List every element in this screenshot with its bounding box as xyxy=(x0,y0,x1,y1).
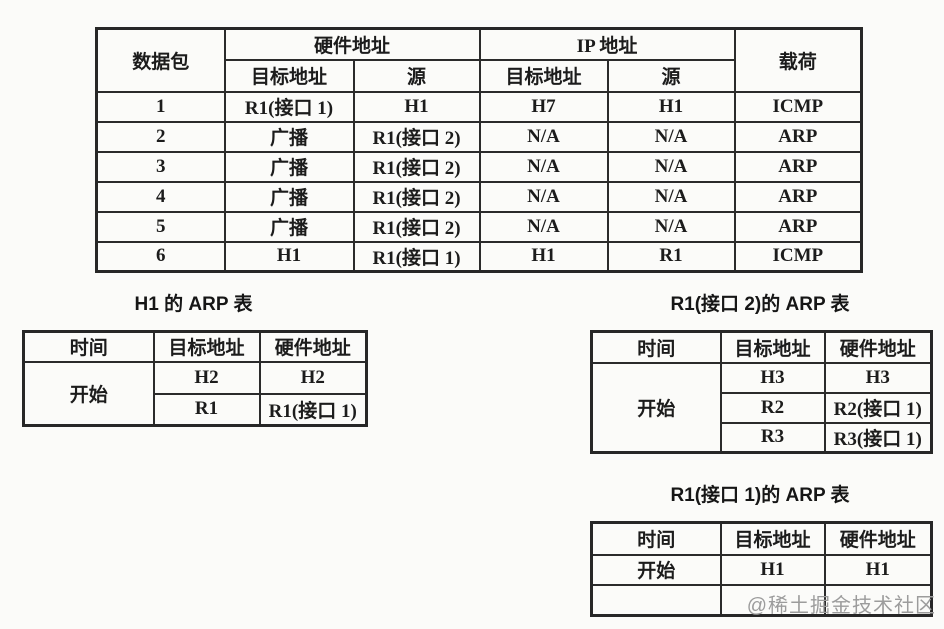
cell-payload: ARP xyxy=(733,150,863,183)
cell-ip-src: N/A xyxy=(606,210,736,243)
col-header-target-address: 目标地址 xyxy=(152,330,261,363)
cell-payload: ARP xyxy=(733,210,863,243)
packet-row-5: 5 广播 R1(接口 2) N/A N/A ARP xyxy=(95,210,863,243)
cell-ip-src: N/A xyxy=(606,120,736,153)
packet-table-group-header-row: 数据包 硬件地址 IP 地址 载荷 xyxy=(95,27,863,93)
cell-ip-dest: H1 xyxy=(478,240,609,273)
arp-table-h1: 时间 目标地址 硬件地址 开始 H2 H2 R1 R1(接口 1) xyxy=(22,330,368,427)
cell-time-start: 开始 xyxy=(590,553,722,586)
col-header-hardware-address-group: 硬件地址 xyxy=(223,27,481,61)
arp-header-row: 时间 目标地址 硬件地址 xyxy=(22,330,368,363)
cell-hw-src: R1(接口 2) xyxy=(352,210,481,243)
col-header-time: 时间 xyxy=(22,330,155,363)
packet-row-6: 6 H1 R1(接口 1) H1 R1 ICMP xyxy=(95,240,863,273)
cell-target: R2 xyxy=(719,391,826,424)
packet-trace-table: 数据包 硬件地址 IP 地址 载荷 目标地址 源 目标地址 源 1 R1(接口 … xyxy=(95,27,864,273)
col-header-target-address: 目标地址 xyxy=(719,330,826,364)
cell-hw-dest: 广播 xyxy=(223,180,355,213)
cell-hw-src: R1(接口 2) xyxy=(352,180,481,213)
arp-entry-row: 开始 H1 H1 xyxy=(590,553,933,586)
cell-ip-dest: N/A xyxy=(478,180,609,213)
empty-cell xyxy=(590,583,722,617)
cell-hw-dest: 广播 xyxy=(223,150,355,183)
cell-hw-dest: 广播 xyxy=(223,120,355,153)
cell-ip-src: N/A xyxy=(606,180,736,213)
col-header-ip-address-group: IP 地址 xyxy=(478,27,736,61)
col-header-target-address: 目标地址 xyxy=(719,521,826,556)
arp-entry-row: R3 R3(接口 1) xyxy=(592,421,933,454)
cell-ip-src: N/A xyxy=(606,150,736,183)
cell-hw-dest: H1 xyxy=(223,240,355,273)
arp-entry-row: 开始 H2 H2 xyxy=(22,360,368,427)
arp-entry-row: R2 R2(接口 1) xyxy=(592,391,933,424)
cell-packet-no: 1 xyxy=(95,90,226,123)
cell-target: R1 xyxy=(152,392,261,427)
cell-hw-src: H1 xyxy=(352,90,481,123)
empty-cell xyxy=(823,583,933,617)
cell-hardware: R1(接口 1) xyxy=(258,392,368,427)
col-header-hardware-address: 硬件地址 xyxy=(258,330,368,363)
cell-hardware: H3 xyxy=(823,361,933,394)
cell-packet-no: 2 xyxy=(95,120,226,153)
cell-packet-no: 6 xyxy=(95,240,226,273)
col-header-hw-source: 源 xyxy=(352,58,481,93)
cell-hw-dest: 广播 xyxy=(223,210,355,243)
cell-payload: ARP xyxy=(733,180,863,213)
packet-row-4: 4 广播 R1(接口 2) N/A N/A ARP xyxy=(95,180,863,213)
col-header-hw-destination: 目标地址 xyxy=(223,58,355,93)
cell-packet-no: 3 xyxy=(95,150,226,183)
arp-table-h1-title: H1 的 ARP 表 xyxy=(134,294,253,315)
arp-entry-row: 开始 H3 H3 xyxy=(590,361,933,454)
arp-table-r1-if2-section: R1(接口 2)的 ARP 表 时间 目标地址 硬件地址 开始 H3 H3 R2… xyxy=(590,293,933,454)
arp-header-row: 时间 目标地址 硬件地址 xyxy=(590,521,933,556)
arp-table-r1-if1-title: R1(接口 1)的 ARP 表 xyxy=(670,485,850,506)
cell-time-start: 开始 xyxy=(590,361,722,454)
arp-table-r1-if2-title: R1(接口 2)的 ARP 表 xyxy=(670,294,850,315)
packet-row-2: 2 广播 R1(接口 2) N/A N/A ARP xyxy=(95,120,863,153)
col-header-packet: 数据包 xyxy=(95,27,226,93)
cell-target: R3 xyxy=(719,421,826,454)
cell-hw-src: R1(接口 1) xyxy=(352,240,481,273)
cell-hardware: H2 xyxy=(258,360,368,395)
cell-target: H1 xyxy=(719,553,826,586)
cell-target: H2 xyxy=(152,360,261,395)
arp-table-h1-section: H1 的 ARP 表 时间 目标地址 硬件地址 开始 H2 H2 R1 R1(接… xyxy=(22,293,368,427)
cell-hardware: H1 xyxy=(823,553,933,586)
cell-payload: ICMP xyxy=(733,240,863,273)
cell-payload: ICMP xyxy=(733,90,863,123)
cell-packet-no: 5 xyxy=(95,210,226,243)
packet-row-1: 1 R1(接口 1) H1 H7 H1 ICMP xyxy=(95,90,863,123)
col-header-time: 时间 xyxy=(590,521,722,556)
arp-table-r1-if1-section: R1(接口 1)的 ARP 表 时间 目标地址 硬件地址 开始 H1 H1 xyxy=(590,484,933,617)
cell-packet-no: 4 xyxy=(95,180,226,213)
arp-empty-row xyxy=(590,583,933,617)
arp-table-r1-if1: 时间 目标地址 硬件地址 开始 H1 H1 xyxy=(590,521,933,617)
cell-hw-dest: R1(接口 1) xyxy=(223,90,355,123)
arp-table-r1-if2: 时间 目标地址 硬件地址 开始 H3 H3 R2 R2(接口 1) R3 R3(… xyxy=(590,330,933,454)
cell-ip-src: H1 xyxy=(606,90,736,123)
packet-table-sub-header-row: 目标地址 源 目标地址 源 xyxy=(97,58,862,93)
cell-payload: ARP xyxy=(733,120,863,153)
col-header-ip-source: 源 xyxy=(606,58,736,93)
cell-hardware: R3(接口 1) xyxy=(823,421,933,454)
cell-ip-dest: N/A xyxy=(478,210,609,243)
cell-hw-src: R1(接口 2) xyxy=(352,120,481,153)
col-header-payload: 载荷 xyxy=(733,27,863,93)
cell-target: H3 xyxy=(719,361,826,394)
cell-hw-src: R1(接口 2) xyxy=(352,150,481,183)
cell-ip-dest: N/A xyxy=(478,120,609,153)
packet-row-3: 3 广播 R1(接口 2) N/A N/A ARP xyxy=(95,150,863,183)
col-header-hardware-address: 硬件地址 xyxy=(823,330,933,364)
col-header-ip-destination: 目标地址 xyxy=(478,58,609,93)
cell-ip-dest: H7 xyxy=(478,90,609,123)
empty-cell xyxy=(719,583,826,617)
cell-hardware: R2(接口 1) xyxy=(823,391,933,424)
cell-ip-dest: N/A xyxy=(478,150,609,183)
cell-time-start: 开始 xyxy=(22,360,155,427)
cell-ip-src: R1 xyxy=(606,240,736,273)
arp-entry-row: R1 R1(接口 1) xyxy=(24,392,368,427)
col-header-time: 时间 xyxy=(590,330,722,364)
col-header-hardware-address: 硬件地址 xyxy=(823,521,933,556)
arp-header-row: 时间 目标地址 硬件地址 xyxy=(590,330,933,364)
